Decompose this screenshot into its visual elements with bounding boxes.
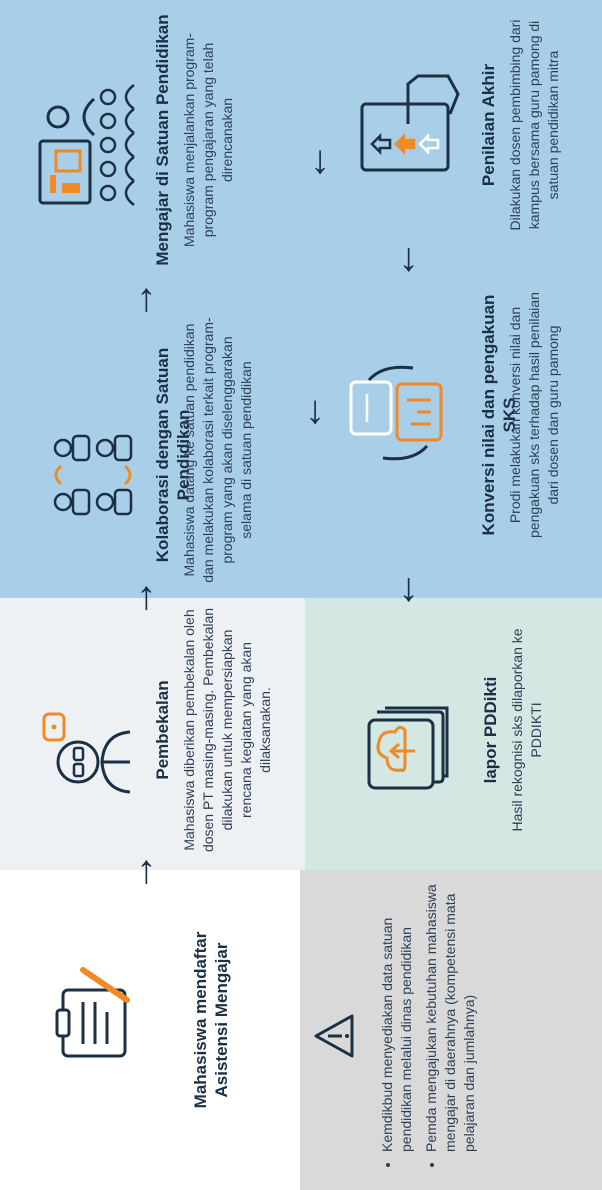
step-konversi-desc: Prodi melakukan konversi nilai dan penga… bbox=[507, 292, 561, 538]
classroom-icon bbox=[38, 84, 135, 206]
arrow-daftar-to-pembekalan: → bbox=[118, 852, 162, 892]
arrow-kolaborasi-to-mengajar: → bbox=[118, 280, 162, 320]
teacher-avatar-icon bbox=[42, 712, 131, 794]
cloud-upload-files-icon bbox=[367, 706, 449, 790]
step-lapor-desc: Hasil rekognisi sks dilaporkan ke PDDIKT… bbox=[509, 628, 544, 832]
step-pembekalan-title: Pembekalan bbox=[153, 680, 172, 780]
note-item-2: Pemda mengajukan kebutuhan mahasiswa men… bbox=[422, 883, 479, 1152]
step-penilaian-desc: Dilakukan dosen pembimbing dari kampus b… bbox=[507, 19, 561, 231]
arrow-konversi-to-lapor: → bbox=[393, 570, 437, 610]
collaboration-icon bbox=[53, 434, 133, 516]
zone-registration bbox=[0, 870, 300, 1190]
step-penilaian-title: Penilaian Akhir bbox=[479, 63, 498, 187]
step-mengajar-desc: Mahasiswa menjalankan program-program pe… bbox=[181, 33, 235, 247]
step-pembekalan-desc: Mahasiswa diberikan pembekalan oleh dose… bbox=[181, 607, 273, 853]
arrow-kolaborasi-down: ↓ bbox=[305, 388, 325, 432]
notes-list: Kemdikbud menyediakan data satuan pendid… bbox=[378, 883, 485, 1168]
note-item-1: Kemdikbud menyediakan data satuan pendid… bbox=[378, 883, 416, 1152]
step-daftar-title: Mahasiswa mendaftar Asistensi Mengajar bbox=[191, 931, 231, 1109]
warning-triangle-icon bbox=[314, 1014, 354, 1058]
document-exchange-icon bbox=[349, 365, 443, 461]
step-lapor-title: lapor PDDikti bbox=[481, 676, 500, 784]
arrow-penilaian-to-konversi: → bbox=[393, 240, 437, 280]
step-kolaborasi-desc: Mahasiswa datang ke satuan pendidikan da… bbox=[181, 317, 254, 583]
clipboard-pencil-icon bbox=[55, 967, 130, 1058]
arrow-mengajar-down: ↓ bbox=[310, 138, 330, 182]
step-mengajar-title: Mengajar di Satuan Pendidikan bbox=[153, 14, 172, 266]
tablet-touch-icon bbox=[360, 74, 460, 172]
